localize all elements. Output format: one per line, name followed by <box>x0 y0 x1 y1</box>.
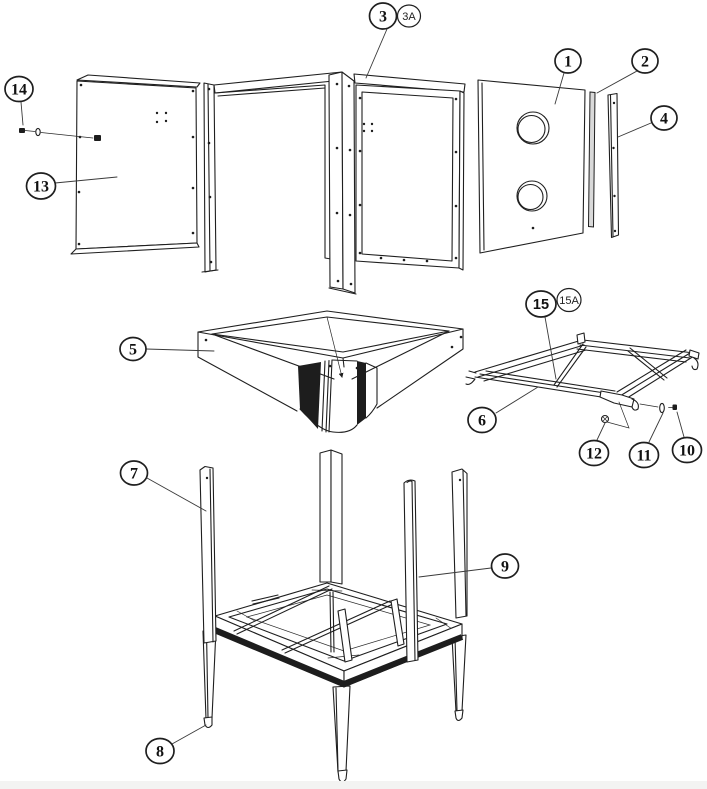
callout-11: 11 <box>628 412 664 469</box>
page-bottom-strip <box>0 781 707 789</box>
corner-right-panel <box>353 73 466 271</box>
corner-post <box>328 71 357 295</box>
frame-corner-brackets <box>465 332 700 411</box>
panel-13-screw-holes <box>77 83 195 246</box>
callout-1: 1 <box>554 48 582 105</box>
svg-text:1: 1 <box>564 54 572 71</box>
callout-2: 2 <box>596 48 659 94</box>
callout-13: 13 <box>25 172 118 200</box>
corner-post-7 <box>199 465 217 644</box>
mounting-strip-4 <box>607 92 620 239</box>
stand-legs <box>202 628 467 783</box>
callout-8: 8 <box>145 724 207 765</box>
corner-panel-assembly-3 <box>201 71 466 295</box>
callout-14: 14 <box>4 75 34 126</box>
callouts: 1 2 3 3A 4 5 6 <box>4 2 703 765</box>
svg-text:15A: 15A <box>559 295 579 307</box>
trim-strip-2 <box>587 91 596 228</box>
svg-text:10: 10 <box>679 443 695 460</box>
stand-back-post <box>319 449 343 585</box>
callout-12: 12 <box>578 422 610 467</box>
svg-text:8: 8 <box>156 744 164 761</box>
washer-14-icon <box>35 127 41 137</box>
svg-text:9: 9 <box>501 559 509 576</box>
callout-3: 3 <box>365 2 398 79</box>
svg-text:2: 2 <box>641 54 649 71</box>
stand-assembly <box>199 449 468 783</box>
corner-left-frame-panel <box>201 71 344 273</box>
washer-11 <box>639 402 665 414</box>
callout-10: 10 <box>671 411 703 464</box>
svg-text:12: 12 <box>586 446 602 463</box>
panel-13-clinch-nut <box>94 135 101 141</box>
screw-12 <box>600 401 630 429</box>
screw-14 <box>19 127 94 139</box>
panel-1-inlet-holes <box>516 111 550 212</box>
svg-text:6: 6 <box>478 413 486 430</box>
svg-text:13: 13 <box>33 179 49 196</box>
support-frame-6 <box>465 332 700 411</box>
hopper-5 <box>197 310 464 433</box>
bolt-10 <box>668 404 677 410</box>
stand-cross-braces <box>233 585 405 663</box>
svg-text:4: 4 <box>660 111 668 128</box>
flow-arrow <box>326 316 344 378</box>
callout-5: 5 <box>119 336 215 362</box>
svg-text:11: 11 <box>636 448 651 465</box>
callout-4: 4 <box>617 105 678 138</box>
svg-text:5: 5 <box>129 342 137 359</box>
svg-text:3A: 3A <box>402 11 416 23</box>
svg-text:15: 15 <box>533 297 549 313</box>
stand-top-frame <box>214 582 463 688</box>
front-panel-1 <box>477 79 586 254</box>
callout-7: 7 <box>119 460 207 512</box>
callout-6: 6 <box>467 386 539 434</box>
side-panel-13 <box>70 74 201 255</box>
callout-15a: 15A <box>556 287 582 313</box>
callout-9: 9 <box>418 553 520 579</box>
svg-text:14: 14 <box>11 82 27 99</box>
callout-3a: 3A <box>396 4 422 28</box>
callout-15: 15 <box>525 290 557 380</box>
svg-text:7: 7 <box>130 466 138 483</box>
corner-brace-15 <box>553 343 668 388</box>
right-corner-post <box>451 468 468 619</box>
frame-shadow-band <box>213 627 464 687</box>
discharge-chute <box>298 359 378 433</box>
loose-post-9 <box>403 479 419 663</box>
svg-text:3: 3 <box>379 9 387 26</box>
